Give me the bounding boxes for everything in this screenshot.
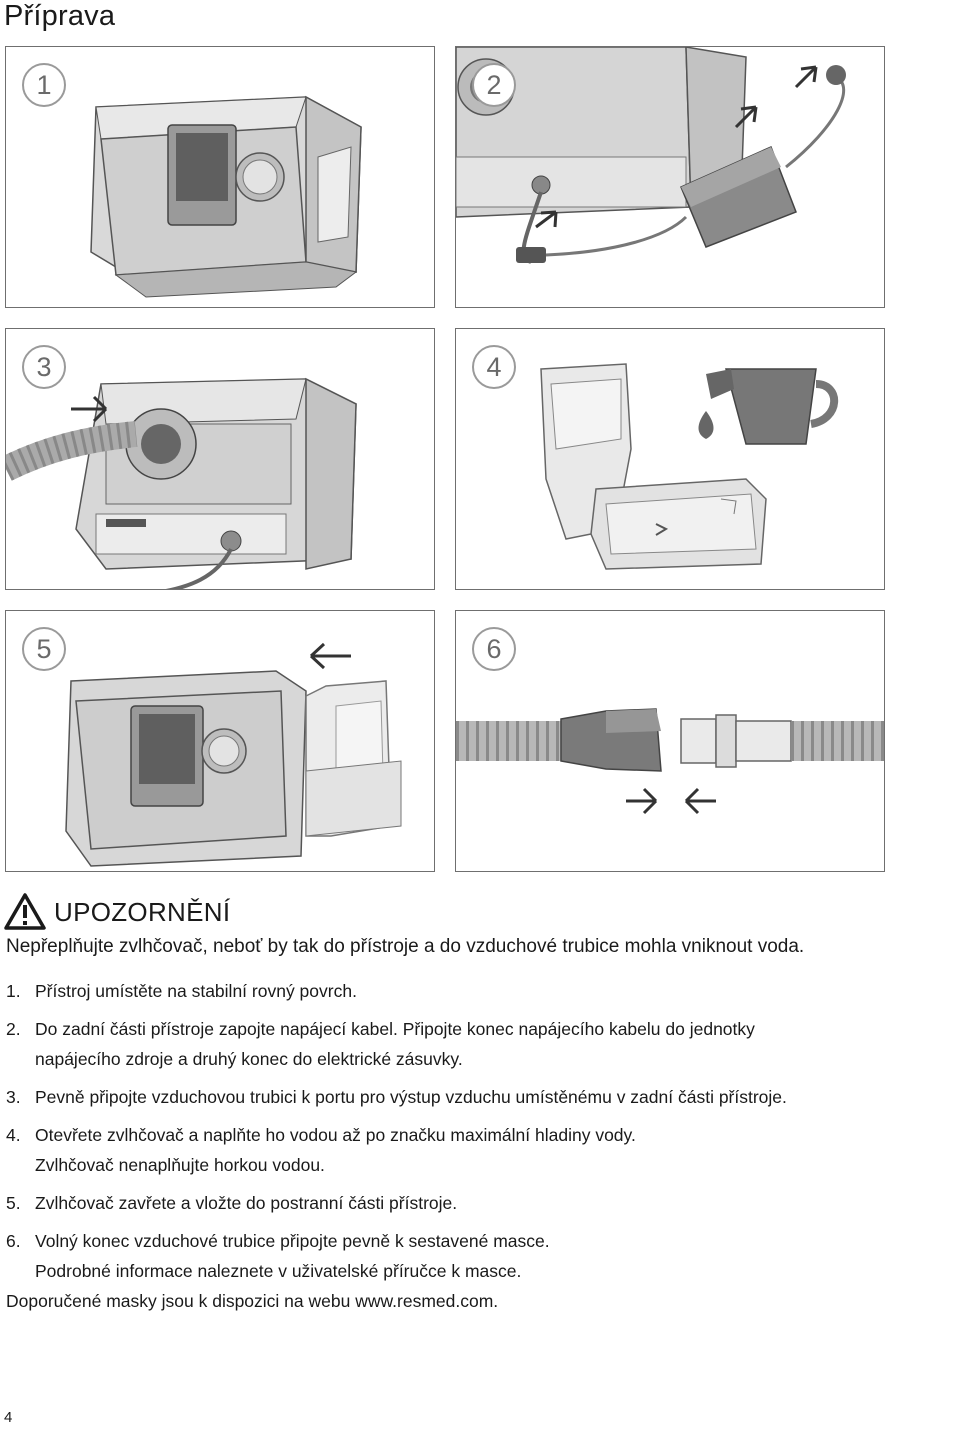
instruction-step-5: 5. Zvlhčovač zavřete a vložte do postran… bbox=[6, 1188, 956, 1218]
warning-heading: UPOZORNĚNÍ bbox=[4, 890, 230, 934]
step-text: Přístroj umístěte na stabilní rovný povr… bbox=[35, 981, 357, 1001]
step-text: Pevně připojte vzduchovou trubici k port… bbox=[35, 1087, 787, 1107]
step-number: 4. bbox=[6, 1125, 21, 1145]
step-number: 2. bbox=[6, 1019, 21, 1039]
instruction-list: 1. Přístroj umístěte na stabilní rovný p… bbox=[6, 976, 956, 1294]
page-number: 4 bbox=[4, 1409, 13, 1426]
figure-panel-3: 3 bbox=[5, 328, 435, 590]
cpap-device-front-illustration bbox=[90, 95, 362, 298]
tube-mask-connection-illustration bbox=[456, 708, 884, 815]
step-number: 5. bbox=[6, 1193, 21, 1213]
step-number: 1. bbox=[6, 981, 21, 1001]
footer-note: Doporučené masky jsou k dispozici na web… bbox=[6, 1291, 499, 1311]
step-number: 3. bbox=[6, 1087, 21, 1107]
step-badge-1: 1 bbox=[22, 63, 66, 107]
instruction-step-2: 2. Do zadní části přístroje zapojte napá… bbox=[6, 1014, 956, 1074]
instruction-step-4: 4. Otevřete zvlhčovač a naplňte ho vodou… bbox=[6, 1120, 956, 1180]
step-badge-3: 3 bbox=[22, 345, 66, 389]
step-text: Podrobné informace naleznete v uživatels… bbox=[35, 1261, 522, 1281]
figure-panel-6: 6 bbox=[455, 610, 885, 872]
humidifier-filling-illustration bbox=[540, 363, 839, 570]
step-text: Volný konec vzduchové trubice připojte p… bbox=[35, 1231, 550, 1251]
page-title: Příprava bbox=[4, 0, 116, 32]
humidifier-insertion-illustration bbox=[65, 642, 402, 867]
figure-panel-1: 1 bbox=[5, 46, 435, 308]
step-number: 6. bbox=[6, 1231, 21, 1251]
step-badge-2: 2 bbox=[472, 63, 516, 107]
instruction-step-6: 6. Volný konec vzduchové trubice připojt… bbox=[6, 1226, 956, 1286]
air-tube-connection-illustration bbox=[6, 377, 357, 589]
warning-text: Nepřeplňujte zvlhčovač, neboť by tak do … bbox=[6, 936, 805, 957]
step-text: Otevřete zvlhčovač a naplňte ho vodou až… bbox=[35, 1125, 636, 1145]
step-badge-6: 6 bbox=[472, 627, 516, 671]
instruction-step-1: 1. Přístroj umístěte na stabilní rovný p… bbox=[6, 976, 956, 1006]
figure-panel-4: 4 bbox=[455, 328, 885, 590]
figure-panel-5: 5 bbox=[5, 610, 435, 872]
step-text: Zvlhčovač nenaplňujte horkou vodou. bbox=[35, 1155, 325, 1175]
step-text: napájecího zdroje a druhý konec do elekt… bbox=[35, 1049, 463, 1069]
step-text: Do zadní části přístroje zapojte napájec… bbox=[35, 1019, 755, 1039]
step-badge-4: 4 bbox=[472, 345, 516, 389]
warning-triangle-icon bbox=[4, 893, 46, 930]
power-cable-connection-illustration bbox=[456, 47, 846, 264]
step-badge-5: 5 bbox=[22, 627, 66, 671]
figure-panel-2: 2 bbox=[455, 46, 885, 308]
instruction-step-3: 3. Pevně připojte vzduchovou trubici k p… bbox=[6, 1082, 956, 1112]
warning-title: UPOZORNĚNÍ bbox=[54, 896, 231, 927]
step-text: Zvlhčovač zavřete a vložte do postranní … bbox=[35, 1193, 458, 1213]
